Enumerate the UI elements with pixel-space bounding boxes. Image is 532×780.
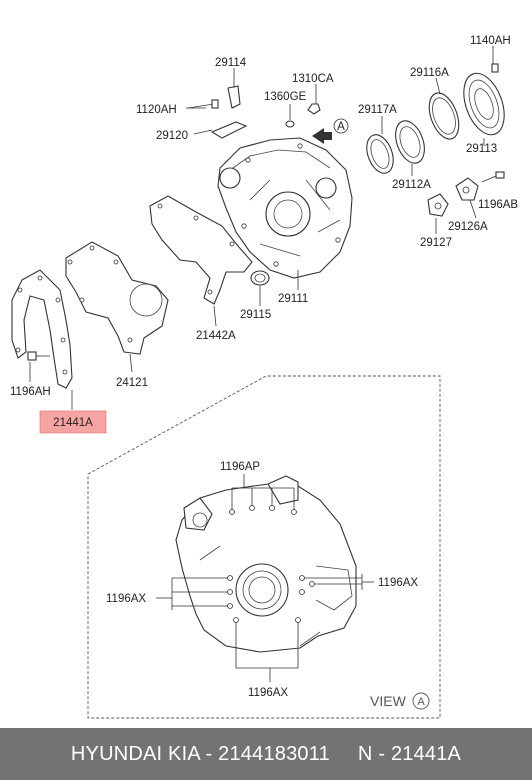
label-29120: 29120 [156,130,188,142]
label-29117a: 29117A [358,104,397,116]
view-a-marker: A [337,121,345,133]
bolt-1196ab [481,171,505,183]
part-number-footer: HYUNDAI KIA - 2144183011 N - 21441A [0,728,532,780]
view-text: VIEW [370,693,407,709]
nut-1310ca [285,103,321,128]
label-1196ax-left: 1196AX [106,593,146,605]
label-29113: 29113 [466,143,497,155]
view-a-leaders [156,474,374,682]
gasket-24121 [65,241,169,355]
leader-lines [29,46,494,410]
label-24121: 24121 [116,377,148,389]
seal-29117a [366,134,394,174]
seal-29113 [463,72,505,136]
bracket-29120 [187,85,248,139]
label-29127: 29127 [420,237,452,249]
label-1310ca: 1310CA [292,73,334,85]
label-21442a: 21442A [196,330,236,342]
label-1120ah: 1120AH [136,104,177,116]
gasket-21441a [11,269,73,389]
highlight-21441a[interactable]: 21441A [39,410,107,434]
label-1140ah: 1140AH [470,35,511,47]
label-1196ax-bottom: 1196AX [248,687,288,699]
view-a-panel [87,375,441,719]
flywheel-housing-29111 [217,137,353,279]
bolt-1140ah [491,63,499,73]
view-a-caption: VIEW A [370,692,430,710]
bolt-1196ah [27,351,50,361]
plug-29115 [250,270,270,286]
label-1196ax-right: 1196AX [378,577,418,589]
label-29112a: 29112A [392,179,431,191]
label-29111: 29111 [278,293,308,305]
view-letter: A [417,696,425,708]
label-29126a: 29126A [448,221,488,233]
plate-29126a [455,177,479,201]
seal-29116a [428,92,460,140]
gasket-21442a [149,195,253,305]
exploded-parts-diagram: A 1140AH 29114 1310CA 29116A 1120AH 1360… [10,35,518,719]
label-1196ah: 1196AH [10,386,51,398]
oem-part-number: N - 21441A [357,742,462,765]
brand-part-number: HYUNDAI KIA - 2144183011 [70,742,330,765]
view-a-housing [175,475,357,653]
label-1360ge: 1360GE [264,91,307,103]
label-1196ap: 1196AP [220,461,260,473]
label-29115: 29115 [240,309,271,321]
label-1196ab: 1196AB [478,199,518,211]
label-29116a: 29116A [410,67,449,79]
label-29114: 29114 [215,57,247,69]
view-a-arrow: A [312,118,349,144]
label-21441a: 21441A [53,417,93,429]
seal-29112a [395,120,425,164]
plate-29127 [427,193,449,217]
